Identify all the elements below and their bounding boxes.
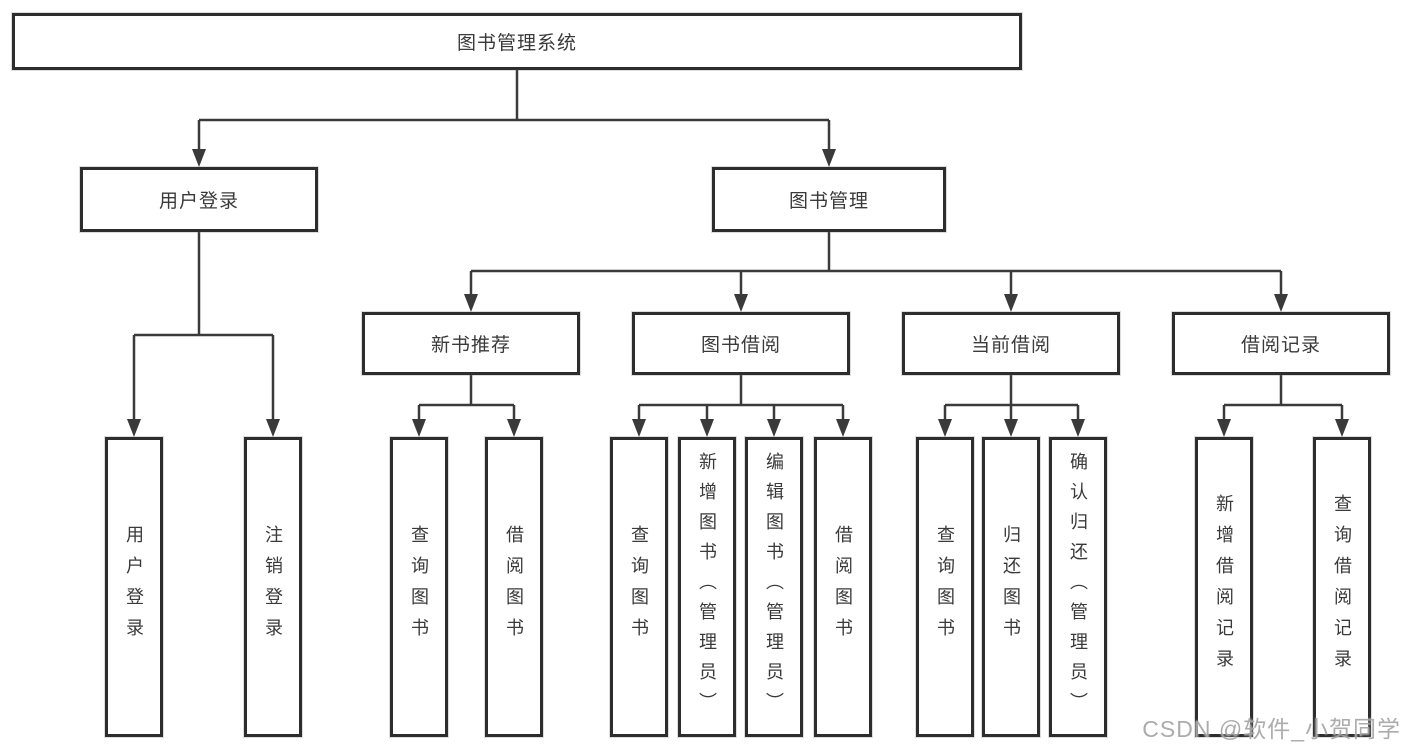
leaf-add-books-admin: 新增图书（管理员） <box>678 437 736 737</box>
node-new-book-recommend: 新书推荐 <box>362 312 580 375</box>
node-book-borrowing: 图书借阅 <box>632 312 850 375</box>
leaf-add-borrow-record-label: 新增借阅记录 <box>1214 494 1234 680</box>
leaf-recommend-query-books-label: 查询图书 <box>409 525 429 649</box>
leaf-recommend-borrow-books: 借阅图书 <box>485 437 543 737</box>
leaf-borrowing-query-books-label: 查询图书 <box>629 525 649 649</box>
leaf-current-query-books-label: 查询图书 <box>935 525 955 649</box>
leaf-recommend-query-books: 查询图书 <box>390 437 448 737</box>
node-new-book-recommend-label: 新书推荐 <box>430 335 511 356</box>
node-root: 图书管理系统 <box>12 13 1022 70</box>
node-book-management-label: 图书管理 <box>788 191 869 212</box>
node-root-label: 图书管理系统 <box>456 33 577 54</box>
leaf-borrow-books-label: 借阅图书 <box>833 525 853 649</box>
node-user-login-label: 用户登录 <box>158 191 239 212</box>
node-current-borrowing-label: 当前借阅 <box>970 335 1051 356</box>
leaf-user-login-label: 用户登录 <box>124 525 144 649</box>
leaf-borrowing-query-books: 查询图书 <box>610 437 668 737</box>
leaf-logout-label: 注销登录 <box>263 525 283 649</box>
leaf-return-books: 归还图书 <box>982 437 1040 737</box>
leaf-confirm-return-admin: 确认归还（管理员） <box>1049 437 1107 737</box>
leaf-edit-books-admin-label: 编辑图书（管理员） <box>764 452 784 722</box>
leaf-user-login: 用户登录 <box>105 437 163 737</box>
node-borrowing-records: 借阅记录 <box>1172 312 1390 375</box>
leaf-logout: 注销登录 <box>244 437 302 737</box>
leaf-recommend-borrow-books-label: 借阅图书 <box>504 525 524 649</box>
leaf-borrow-books: 借阅图书 <box>814 437 872 737</box>
leaf-return-books-label: 归还图书 <box>1001 525 1021 649</box>
leaf-edit-books-admin: 编辑图书（管理员） <box>745 437 803 737</box>
leaf-add-books-admin-label: 新增图书（管理员） <box>697 452 717 722</box>
csdn-watermark: CSDN @软件_小贺同学 <box>1142 716 1401 742</box>
node-borrowing-records-label: 借阅记录 <box>1240 335 1321 356</box>
node-current-borrowing: 当前借阅 <box>902 312 1120 375</box>
node-book-borrowing-label: 图书借阅 <box>700 335 781 356</box>
arrowheads <box>127 149 1349 437</box>
leaf-query-borrow-record: 查询借阅记录 <box>1313 437 1371 737</box>
leaf-confirm-return-admin-label: 确认归还（管理员） <box>1068 452 1088 722</box>
node-book-management: 图书管理 <box>712 167 946 232</box>
node-user-login: 用户登录 <box>80 167 318 232</box>
leaf-query-borrow-record-label: 查询借阅记录 <box>1332 494 1352 680</box>
leaf-add-borrow-record: 新增借阅记录 <box>1195 437 1253 737</box>
leaf-current-query-books: 查询图书 <box>916 437 974 737</box>
